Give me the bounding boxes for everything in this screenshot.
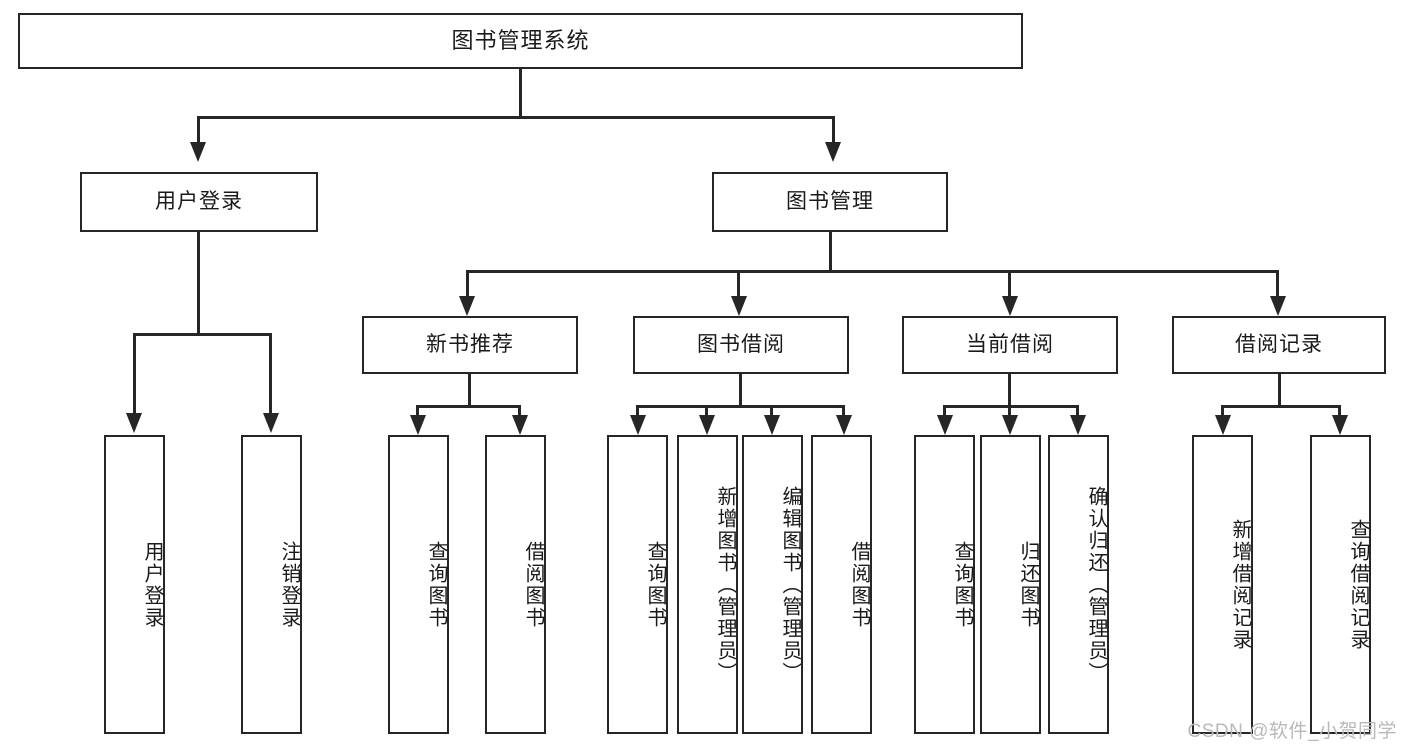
node-label: 归还图书 — [1017, 540, 1039, 629]
edge-user-login-child-0 — [133, 333, 136, 415]
node-root-book-management-system[interactable]: 图书管理系统 — [18, 13, 1023, 69]
arrow-nbr-child-1 — [512, 415, 528, 435]
edge-nbr-child-0 — [416, 405, 419, 417]
edge-bb-bus — [636, 405, 845, 408]
edge-nbr-stem — [468, 374, 471, 407]
edge-br-child-1 — [1338, 405, 1341, 417]
leaf-book-borrow-2[interactable]: 编辑图书（管理员） — [742, 435, 803, 734]
arrow-root-to-user-login — [190, 142, 206, 162]
edge-br-child-0 — [1221, 405, 1224, 417]
node-user-login[interactable]: 用户登录 — [80, 172, 318, 232]
arrow-bm-child-3 — [1270, 296, 1286, 316]
edge-bb-child-1 — [705, 405, 708, 417]
leaf-borrow-record-1[interactable]: 查询借阅记录 — [1310, 435, 1371, 734]
edge-cb-bus — [943, 405, 1079, 408]
arrow-bm-child-1 — [731, 296, 747, 316]
edge-bm-child-3 — [1276, 270, 1279, 298]
node-book-management[interactable]: 图书管理 — [712, 172, 948, 232]
edge-root-to-book-management — [832, 116, 835, 144]
arrow-br-child-0 — [1215, 415, 1231, 435]
leaf-new-book-recommend-1[interactable]: 借阅图书 — [485, 435, 546, 734]
node-current-borrow[interactable]: 当前借阅 — [902, 316, 1118, 374]
edge-bm-child-0 — [466, 270, 469, 298]
arrow-bb-child-0 — [630, 415, 646, 435]
leaf-user-login-1[interactable]: 注销登录 — [241, 435, 302, 734]
edge-user-login-child-1 — [269, 333, 272, 415]
node-label: 新书推荐 — [426, 332, 514, 356]
node-label: 借阅图书 — [522, 540, 544, 629]
node-label: 图书借阅 — [697, 332, 785, 356]
leaf-current-borrow-0[interactable]: 查询图书 — [914, 435, 975, 734]
node-label: 注销登录 — [278, 540, 300, 629]
arrow-br-child-1 — [1332, 415, 1348, 435]
edge-root-stem — [519, 69, 522, 118]
edge-br-stem — [1278, 374, 1281, 407]
edge-book-management-stem — [829, 232, 832, 273]
arrow-bm-child-0 — [459, 296, 475, 316]
node-new-book-recommend[interactable]: 新书推荐 — [362, 316, 578, 374]
leaf-current-borrow-1[interactable]: 归还图书 — [980, 435, 1041, 734]
edge-root-to-user-login — [197, 116, 200, 144]
leaf-book-borrow-1[interactable]: 新增图书（管理员） — [677, 435, 738, 734]
arrow-bb-child-1 — [699, 415, 715, 435]
edge-bm-child-2 — [1008, 270, 1011, 298]
edge-user-login-bus — [133, 333, 272, 336]
edge-bm-child-1 — [737, 270, 740, 298]
edge-bb-child-3 — [842, 405, 845, 417]
arrow-bb-child-3 — [836, 415, 852, 435]
arrow-cb-child-2 — [1070, 415, 1086, 435]
leaf-current-borrow-2[interactable]: 确认归还（管理员） — [1048, 435, 1109, 734]
leaf-new-book-recommend-0[interactable]: 查询图书 — [388, 435, 449, 734]
node-label: 查询图书 — [425, 540, 447, 629]
node-label: 确认归还（管理员） — [1085, 485, 1107, 684]
node-label: 查询图书 — [644, 540, 666, 629]
edge-bb-child-0 — [636, 405, 639, 417]
node-label: 用户登录 — [155, 189, 243, 213]
leaf-book-borrow-3[interactable]: 借阅图书 — [811, 435, 872, 734]
arrow-user-login-child-1 — [263, 413, 279, 433]
edge-cb-stem — [1008, 374, 1011, 407]
arrow-cb-child-0 — [937, 415, 953, 435]
node-label: 编辑图书（管理员） — [779, 485, 801, 684]
node-label: 借阅图书 — [848, 540, 870, 629]
node-label: 图书管理 — [786, 189, 874, 213]
arrow-nbr-child-0 — [410, 415, 426, 435]
edge-bb-stem — [739, 374, 742, 407]
node-book-borrow[interactable]: 图书借阅 — [633, 316, 849, 374]
edge-nbr-bus — [416, 405, 521, 408]
edge-nbr-child-1 — [518, 405, 521, 417]
edge-br-bus — [1221, 405, 1341, 408]
arrow-bb-child-2 — [764, 415, 780, 435]
node-label: 新增图书（管理员） — [714, 485, 736, 684]
edge-cb-child-1 — [1008, 405, 1011, 417]
edge-book-management-bus — [466, 270, 1279, 273]
arrow-bm-child-2 — [1002, 296, 1018, 316]
leaf-borrow-record-0[interactable]: 新增借阅记录 — [1192, 435, 1253, 734]
edge-cb-child-2 — [1076, 405, 1079, 417]
node-label: 图书管理系统 — [451, 28, 590, 54]
node-borrow-record[interactable]: 借阅记录 — [1172, 316, 1386, 374]
edge-bb-child-2 — [770, 405, 773, 417]
node-label: 当前借阅 — [966, 332, 1054, 356]
node-label: 新增借阅记录 — [1229, 518, 1251, 651]
leaf-user-login-0[interactable]: 用户登录 — [104, 435, 165, 734]
leaf-book-borrow-0[interactable]: 查询图书 — [607, 435, 668, 734]
edge-cb-child-0 — [943, 405, 946, 417]
edge-root-bus — [197, 116, 835, 119]
node-label: 查询图书 — [951, 540, 973, 629]
edge-user-login-stem — [197, 232, 200, 336]
node-label: 用户登录 — [141, 540, 163, 629]
arrow-user-login-child-0 — [126, 413, 142, 433]
node-label: 借阅记录 — [1235, 332, 1323, 356]
arrow-cb-child-1 — [1002, 415, 1018, 435]
arrow-root-to-book-management — [825, 142, 841, 162]
node-label: 查询借阅记录 — [1347, 518, 1369, 651]
